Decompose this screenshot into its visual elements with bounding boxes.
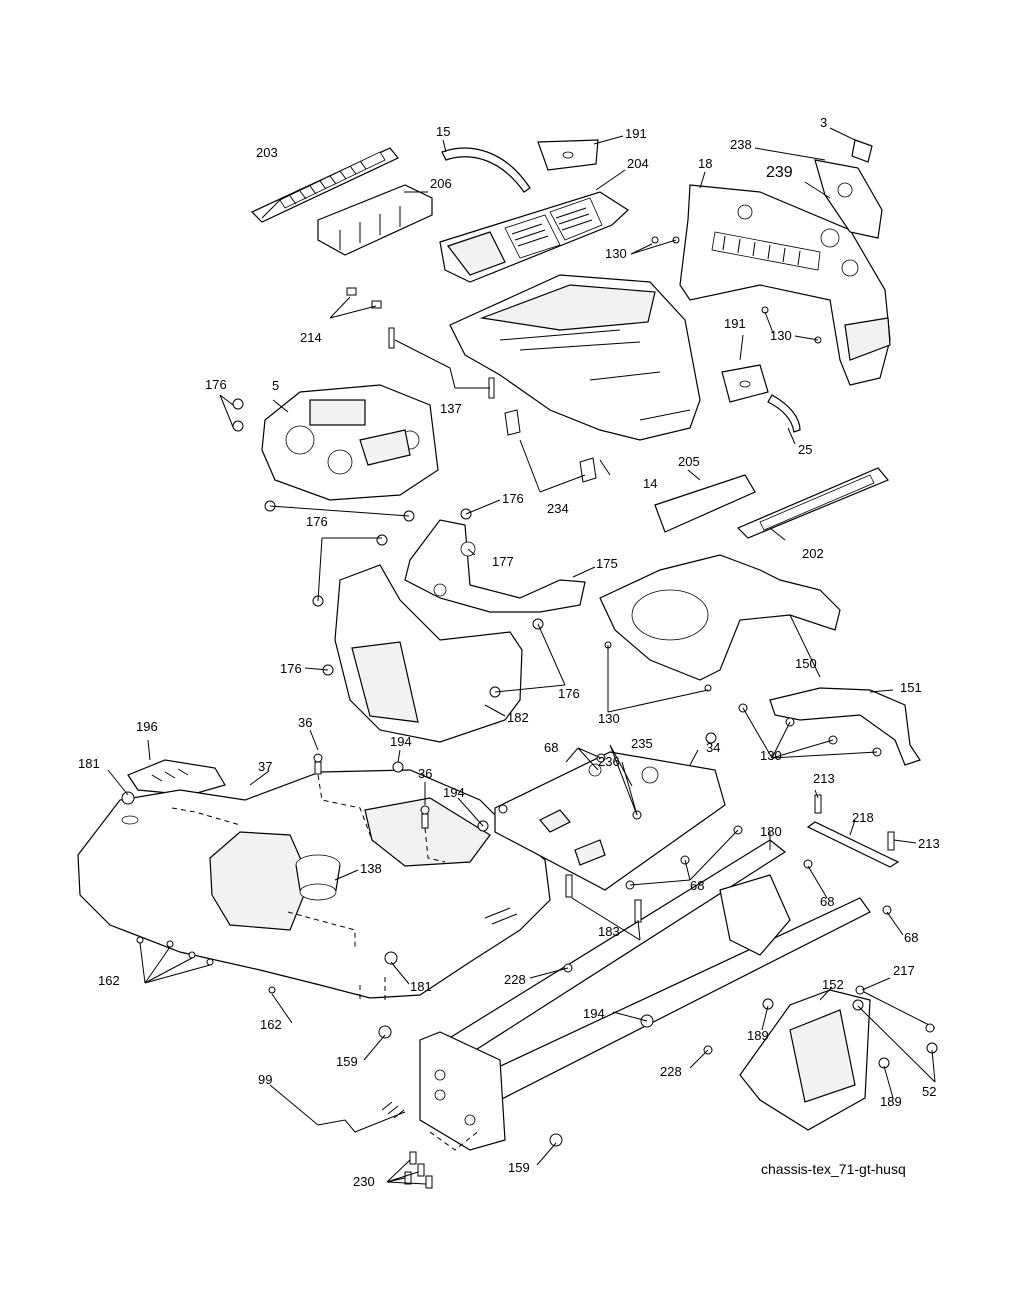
part-151-bracket — [769, 687, 921, 766]
part-25-trim — [767, 394, 801, 433]
callout-68-d: 68 — [904, 930, 918, 945]
callout-191-side: 191 — [724, 316, 746, 331]
part-15-trim-strip — [441, 147, 531, 193]
callout-152: 152 — [822, 977, 844, 992]
callout-238: 238 — [730, 137, 752, 152]
assembly-dashed-lines — [171, 774, 481, 1151]
callout-189-a: 189 — [747, 1028, 769, 1043]
callout-159-a: 159 — [336, 1054, 358, 1069]
callout-150: 150 — [795, 656, 817, 671]
callout-68-c: 68 — [820, 894, 834, 909]
callout-labels: 203 206 15 191 204 18 238 239 3 130 214 … — [78, 115, 940, 1189]
callout-130-mid: 130 — [598, 711, 620, 726]
callout-25: 25 — [798, 442, 812, 457]
callout-182: 182 — [507, 710, 529, 725]
callout-214: 214 — [300, 330, 322, 345]
part-205-panel — [654, 474, 756, 533]
part-217-rod — [855, 985, 936, 1029]
callout-162-a: 162 — [98, 973, 120, 988]
callout-202: 202 — [802, 546, 824, 561]
callout-130-low: 130 — [760, 748, 782, 763]
part-180-frame — [419, 839, 871, 1151]
part-191-block-top — [537, 139, 599, 171]
callout-205: 205 — [678, 454, 700, 469]
callout-99: 99 — [258, 1072, 272, 1087]
part-182-lower-dash — [334, 564, 523, 743]
callout-162-b: 162 — [260, 1017, 282, 1032]
callout-234: 234 — [547, 501, 569, 516]
part-99-rod — [317, 1101, 406, 1133]
callout-181-a: 181 — [78, 756, 100, 771]
part-152-chute — [739, 989, 871, 1131]
callout-5: 5 — [272, 378, 279, 393]
callout-191-top: 191 — [625, 126, 647, 141]
callout-180: 180 — [760, 824, 782, 839]
part-206-air-duct — [317, 184, 433, 256]
callout-177: 177 — [492, 554, 514, 569]
diagram-caption: chassis-tex_71-gt-husq — [761, 1161, 906, 1177]
part-3-emblem — [851, 139, 873, 163]
callout-196: 196 — [136, 719, 158, 734]
part-5-dash-panel — [261, 384, 439, 501]
part-34-plate — [494, 751, 726, 891]
callout-230: 230 — [353, 1174, 375, 1189]
callout-235: 235 — [631, 736, 653, 751]
callout-36-b: 36 — [418, 766, 432, 781]
part-150-fender-pan — [599, 554, 841, 681]
callout-34: 34 — [706, 740, 720, 755]
callout-206: 206 — [430, 176, 452, 191]
callout-14: 14 — [643, 476, 657, 491]
callout-228-b: 228 — [660, 1064, 682, 1079]
part-191-block-side — [721, 364, 769, 403]
callout-218: 218 — [852, 810, 874, 825]
part-14-hood — [449, 274, 701, 441]
callout-181-b: 181 — [410, 979, 432, 994]
callout-68-a: 68 — [544, 740, 558, 755]
part-218-plate — [806, 821, 900, 868]
callout-194-c: 194 — [583, 1006, 605, 1021]
callout-37: 37 — [258, 759, 272, 774]
callout-194-b: 194 — [443, 785, 465, 800]
callout-189-b: 189 — [880, 1094, 902, 1109]
callout-183: 183 — [598, 924, 620, 939]
leader-lines — [107, 127, 936, 1185]
part-234-pads — [504, 409, 597, 483]
callout-130-right: 130 — [770, 328, 792, 343]
callout-204: 204 — [627, 156, 649, 171]
callout-3: 3 — [820, 115, 827, 130]
part-175-bracket — [404, 519, 586, 613]
callout-52: 52 — [922, 1084, 936, 1099]
callout-176-a: 176 — [205, 377, 227, 392]
callout-68-b: 68 — [690, 878, 704, 893]
callout-18: 18 — [698, 156, 712, 171]
callout-228-a: 228 — [504, 972, 526, 987]
part-37-body — [77, 769, 551, 999]
callout-176-c: 176 — [306, 514, 328, 529]
part-204-hood-panel — [439, 191, 629, 283]
callout-36-a: 36 — [298, 715, 312, 730]
callout-217: 217 — [893, 963, 915, 978]
part-18-grille-housing — [679, 184, 891, 386]
callout-151: 151 — [900, 680, 922, 695]
part-202-grille-strip — [736, 467, 889, 539]
callout-239: 239 — [766, 164, 793, 181]
part-203-grille-strip — [250, 147, 399, 223]
callout-137: 137 — [440, 401, 462, 416]
callout-175: 175 — [596, 556, 618, 571]
callout-194-a: 194 — [390, 734, 412, 749]
callout-130-top: 130 — [605, 246, 627, 261]
callout-176-e: 176 — [558, 686, 580, 701]
callout-176-b: 176 — [502, 491, 524, 506]
callout-176-d: 176 — [280, 661, 302, 676]
callout-213-a: 213 — [813, 771, 835, 786]
callout-203: 203 — [256, 145, 278, 160]
part-196-pedal-pad — [127, 759, 226, 796]
callout-138: 138 — [360, 861, 382, 876]
callout-159-b: 159 — [508, 1160, 530, 1175]
callout-15: 15 — [436, 124, 450, 139]
part-214-clips — [346, 287, 382, 309]
callout-213-b: 213 — [918, 836, 940, 851]
callout-236: 236 — [598, 754, 620, 769]
